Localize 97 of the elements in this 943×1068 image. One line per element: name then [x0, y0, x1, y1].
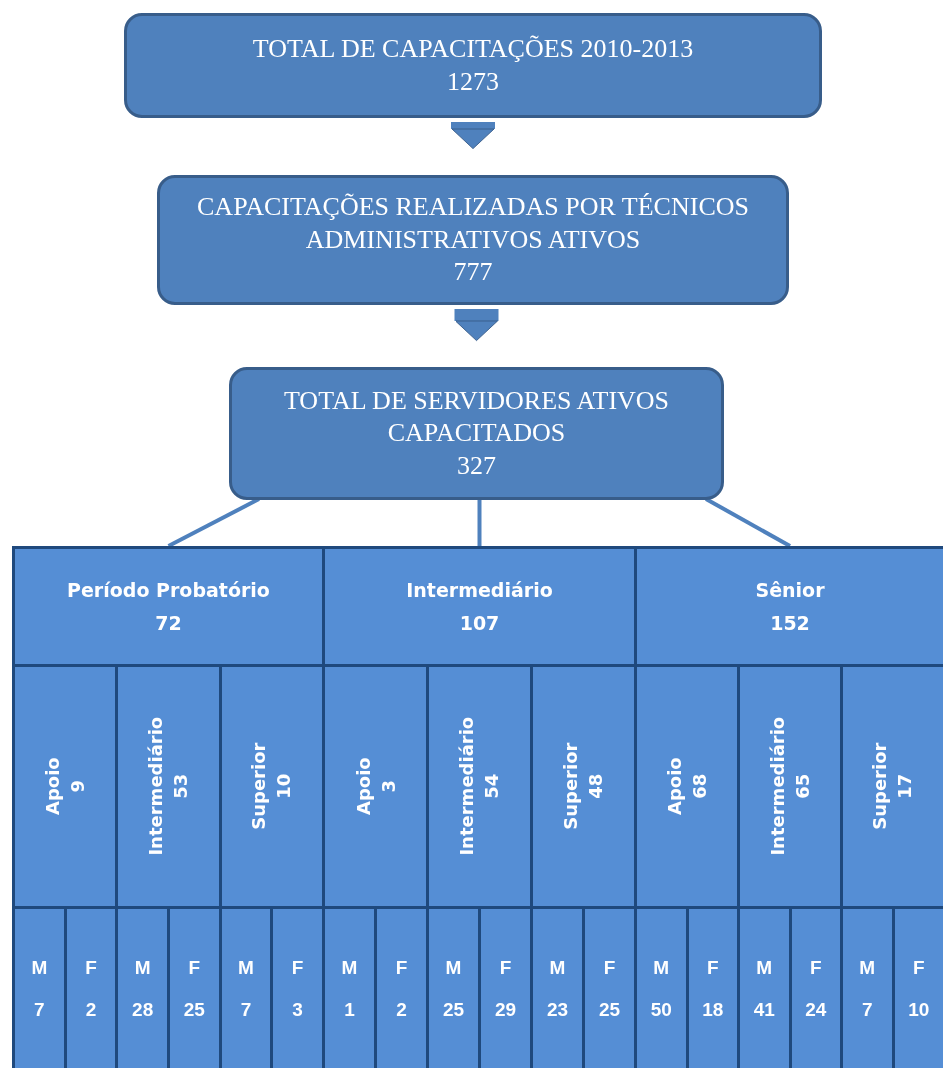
gender-value: 10 [908, 997, 930, 1022]
box-title: TOTAL DE CAPACITAÇÕES 2010-2013 [252, 33, 694, 65]
category-label: Intermediário [455, 717, 479, 856]
category-label: Superior [559, 742, 583, 831]
table-cell [270, 906, 325, 1068]
box-value: 777 [453, 256, 493, 289]
gender-label: F [809, 955, 822, 980]
box-title: TOTAL DE SERVIDORES ATIVOS CAPACITADOS [282, 384, 671, 450]
gender-label: M [238, 955, 254, 980]
block-arrow [454, 309, 499, 342]
gender-value: 7 [240, 997, 252, 1022]
gender-label: F [188, 955, 201, 980]
group-label: Sênior [755, 578, 825, 604]
table-cell [634, 906, 689, 1068]
table-cell [737, 664, 843, 909]
category-value: 3 [376, 780, 400, 793]
group-value: 72 [155, 610, 182, 636]
gender-value: 41 [753, 997, 775, 1022]
category-label: Apoio [662, 757, 686, 816]
table-header-cell [12, 546, 325, 667]
category-value: 9 [66, 780, 90, 793]
category-label: Intermediário [765, 717, 789, 856]
gender-value: 1 [344, 997, 355, 1022]
gender-label: M [549, 955, 566, 980]
category-value: 65 [791, 773, 814, 800]
gender-label: M [134, 955, 151, 980]
table-cell [167, 906, 222, 1068]
box-value: 327 [457, 449, 496, 482]
connector-line [705, 497, 791, 548]
category-value: 48 [584, 774, 608, 800]
gender-value: 50 [650, 997, 672, 1022]
gender-value: 25 [183, 997, 205, 1022]
table-cell [840, 664, 943, 909]
gender-value: 3 [292, 997, 303, 1022]
table-cell [582, 906, 637, 1068]
group-label: Intermediário [406, 578, 553, 604]
gender-value: 28 [132, 997, 154, 1022]
gender-value: 7 [861, 997, 873, 1022]
table-header-cell [634, 546, 943, 667]
gender-value: 18 [702, 997, 724, 1022]
gender-value: 29 [494, 997, 517, 1022]
gender-value: 23 [546, 997, 569, 1022]
gender-label: F [912, 955, 925, 980]
table-cell [322, 664, 429, 909]
table-header-cell [322, 546, 637, 667]
gender-label: F [603, 955, 616, 980]
table-cell [530, 906, 585, 1068]
category-value: 53 [169, 773, 193, 800]
category-value: 17 [894, 774, 917, 800]
table-cell [426, 906, 481, 1068]
gender-label: F [706, 955, 719, 980]
gender-value: 2 [396, 997, 407, 1022]
category-label: Apoio [40, 757, 64, 816]
gender-value: 24 [805, 997, 827, 1022]
gender-label: F [291, 955, 304, 980]
gender-label: M [445, 955, 462, 980]
table-cell [737, 906, 792, 1068]
process-box [124, 13, 822, 118]
table-cell [840, 906, 895, 1068]
gender-label: M [859, 955, 876, 980]
table-cell [426, 664, 533, 909]
category-label: Superior [868, 742, 892, 831]
group-value: 152 [770, 610, 810, 636]
category-label: Intermediário [144, 717, 168, 856]
gender-value: 25 [598, 997, 621, 1022]
gender-label: M [31, 955, 48, 980]
gender-value: 7 [34, 997, 45, 1022]
gender-value: 25 [442, 997, 465, 1022]
category-value: 68 [688, 773, 711, 800]
gender-label: M [756, 955, 773, 980]
category-value: 10 [272, 774, 296, 800]
process-box [157, 175, 789, 305]
group-value: 107 [459, 610, 500, 636]
gender-label: M [341, 955, 358, 980]
process-box [229, 367, 724, 500]
table-cell [530, 664, 637, 909]
table-cell [478, 906, 533, 1068]
box-title: CAPACITAÇÕES REALIZADAS POR TÉCNICOS ADMINISTRATIVOS ATIVOS [196, 191, 750, 256]
table-cell [115, 906, 170, 1068]
connector-line [167, 497, 260, 548]
category-label: Superior [247, 742, 271, 831]
gender-label: F [85, 955, 97, 980]
gender-label: F [395, 955, 408, 980]
category-value: 54 [480, 773, 504, 800]
table-cell [322, 906, 377, 1068]
table-cell [12, 906, 67, 1068]
group-label: Período Probatório [67, 578, 270, 604]
gender-value: 2 [85, 997, 97, 1022]
table-cell [634, 664, 740, 909]
gender-label: F [499, 955, 512, 980]
box-value: 1273 [447, 65, 499, 98]
gender-label: M [653, 955, 670, 980]
table-cell [115, 664, 222, 909]
connector-line [477, 499, 482, 546]
table-cell [374, 906, 429, 1068]
category-label: Apoio [351, 757, 375, 816]
block-arrow [451, 122, 495, 150]
